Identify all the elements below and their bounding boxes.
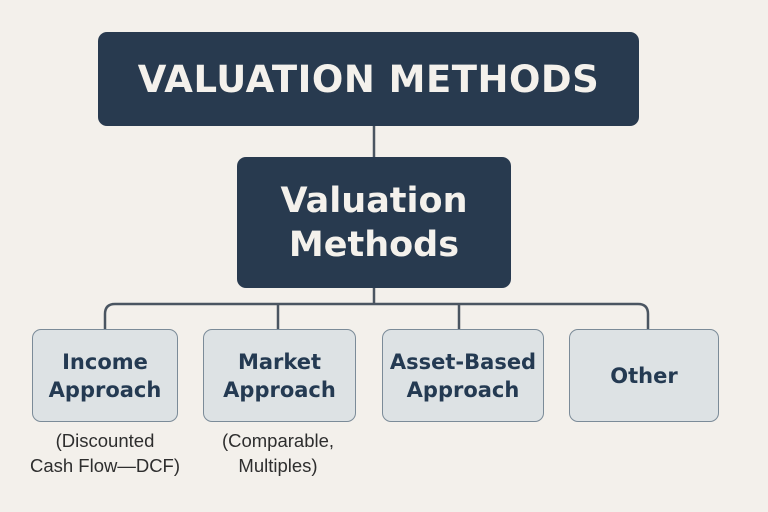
other-node: Other xyxy=(569,329,719,422)
asset-based-approach-node: Asset-Based Approach xyxy=(382,329,544,422)
other-label: Other xyxy=(610,363,678,388)
income-approach-node: Income Approach xyxy=(32,329,178,422)
branch-bus-connector xyxy=(103,302,650,329)
market-note-line2: Multiples) xyxy=(238,455,318,476)
income-note-line1: (Discounted xyxy=(55,430,155,451)
market-line1: Market xyxy=(237,349,322,374)
market-note-line1: (Comparable, xyxy=(221,430,335,451)
income-line1: Income xyxy=(62,349,148,374)
root-line2: Methods xyxy=(288,224,460,265)
market-line2: Approach xyxy=(223,377,336,402)
asset-line2: Approach xyxy=(406,377,520,402)
income-approach-note: (Discounted Cash Flow—DCF) xyxy=(20,428,190,478)
market-approach-note: (Comparable, Multiples) xyxy=(200,428,356,478)
asset-line1: Asset-Based xyxy=(389,349,537,374)
title-node: VALUATION METHODS xyxy=(98,32,639,126)
income-line2: Approach xyxy=(48,377,162,402)
root-line1: Valuation xyxy=(280,180,468,221)
income-note-line2: Cash Flow—DCF) xyxy=(29,455,181,476)
market-approach-node: Market Approach xyxy=(203,329,356,422)
root-node: Valuation Methods xyxy=(237,157,511,288)
title-text: VALUATION METHODS xyxy=(137,57,600,101)
